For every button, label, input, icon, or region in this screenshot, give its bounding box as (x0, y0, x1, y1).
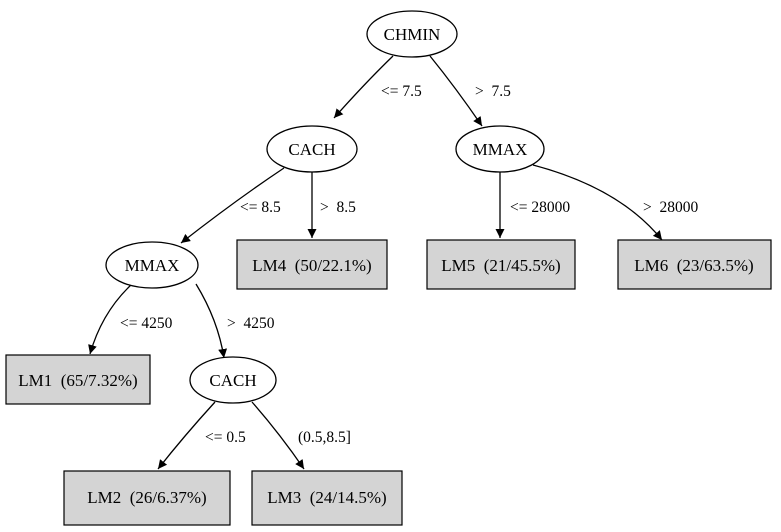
leaf-lm3: LM3 (24/14.5%) (251, 470, 403, 526)
leaf-lm1-label: LM1 (65/7.32%) (18, 371, 137, 390)
edge-root-to-mmax2 (429, 55, 483, 127)
node-mmax-left-label: MMAX (125, 256, 180, 275)
leaf-nodes: LM1 (65/7.32%) LM2 (26/6.37%) LM3 (24/14… (5, 239, 772, 526)
node-cach-upper-shape (266, 125, 358, 173)
node-cach-lower-shape (189, 356, 277, 404)
node-chmin: CHMIN (366, 10, 458, 58)
node-mmax-right: MMAX (455, 125, 545, 173)
leaf-lm4-label: LM4 (50/22.1%) (252, 256, 371, 275)
edge-cach2-to-lm2 (157, 401, 216, 470)
leaf-lm6: LM6 (23/63.5%) (617, 239, 772, 290)
node-mmax-right-shape (455, 125, 545, 173)
leaf-lm2-label: LM2 (26/6.37%) (87, 488, 206, 507)
leaf-lm6-box (617, 239, 772, 290)
node-cach-upper: CACH (266, 125, 358, 173)
leaf-lm5-label: LM5 (21/45.5%) (441, 256, 560, 275)
tree-edges (88, 55, 663, 470)
edge-cach1-to-mmax1 (180, 167, 285, 244)
edge-label-mmax2-lm5: <= 28000 (510, 199, 570, 216)
leaf-lm2-box (63, 470, 231, 526)
edge-label-cach1-mmax1: <= 8.5 (240, 199, 281, 216)
leaf-lm3-box (251, 470, 403, 526)
edge-mmax2-to-lm6 (532, 164, 663, 241)
edge-mmax1-to-lm1 (88, 283, 133, 355)
node-cach-lower-label: CACH (209, 371, 256, 390)
node-cach-lower: CACH (189, 356, 277, 404)
leaf-lm3-label: LM3 (24/14.5%) (267, 488, 386, 507)
leaf-lm1-box (5, 354, 151, 405)
split-nodes: CHMIN CACH MMAX MMAX CACH (105, 10, 545, 404)
leaf-lm4: LM4 (50/22.1%) (236, 239, 388, 290)
edge-label-cach1-lm4: > 8.5 (320, 199, 356, 216)
edge-cach2-to-lm3 (251, 401, 305, 470)
leaf-lm4-box (236, 239, 388, 290)
edge-root-to-cach1 (333, 55, 394, 119)
edge-label-mmax2-lm6: > 28000 (643, 199, 698, 216)
edge-label-mmax1-cach2: > 4250 (227, 315, 275, 332)
node-mmax-right-label: MMAX (473, 140, 528, 159)
edge-label-root-mmax2: > 7.5 (475, 83, 511, 100)
edge-labels: <= 7.5 > 7.5 <= 8.5 > 8.5 <= 28000 > 280… (120, 83, 698, 446)
node-mmax-left-shape (105, 241, 199, 289)
leaf-lm6-label: LM6 (23/63.5%) (634, 256, 753, 275)
edge-label-cach2-lm2: <= 0.5 (205, 429, 246, 446)
leaf-lm1: LM1 (65/7.32%) (5, 354, 151, 405)
edge-label-cach2-lm3: (0.5,8.5] (298, 429, 351, 446)
leaf-lm2: LM2 (26/6.37%) (63, 470, 231, 526)
leaf-lm5-box (426, 239, 576, 290)
edge-mmax1-to-cach2 (195, 283, 228, 359)
edge-label-root-cach1: <= 7.5 (381, 83, 422, 100)
edge-label-mmax1-lm1: <= 4250 (120, 315, 173, 332)
leaf-lm5: LM5 (21/45.5%) (426, 239, 576, 290)
node-cach-upper-label: CACH (288, 140, 335, 159)
node-chmin-label: CHMIN (384, 25, 441, 44)
node-chmin-shape (366, 10, 458, 58)
node-mmax-left: MMAX (105, 241, 199, 289)
